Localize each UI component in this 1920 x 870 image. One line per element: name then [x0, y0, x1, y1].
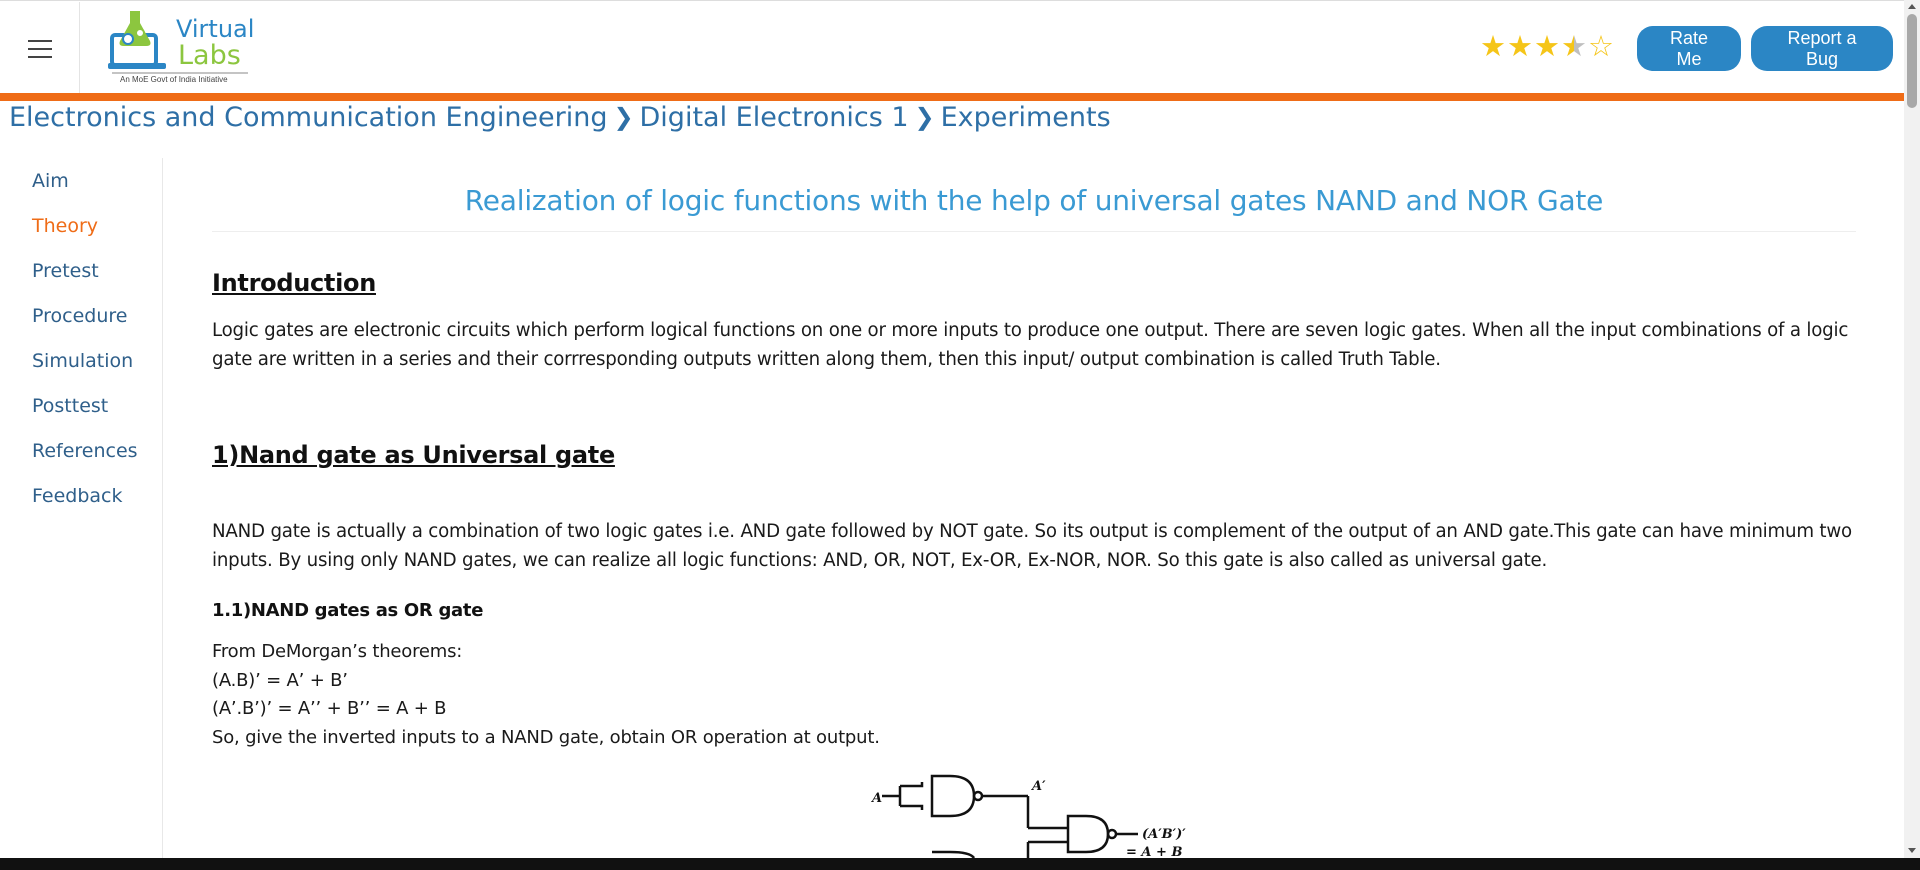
sidebar-item-pretest[interactable]: Pretest	[32, 260, 99, 282]
nand-paragraph: NAND gate is actually a combination of t…	[212, 521, 1852, 571]
breadcrumb-item-experiments[interactable]: Experiments	[940, 101, 1111, 133]
report-bug-button[interactable]: Report a Bug	[1751, 26, 1893, 71]
sidebar-item-posttest[interactable]: Posttest	[32, 395, 109, 417]
nand-or-circuit-diagram: A A′ (A′B′)′ = A + B	[870, 770, 1210, 860]
window-bottom-edge	[0, 858, 1920, 870]
sidebar-item-aim[interactable]: Aim	[32, 170, 69, 192]
demorgan-line: From DeMorgan’s theorems:	[212, 641, 463, 662]
hamburger-menu-icon[interactable]	[0, 2, 80, 93]
svg-text:A′: A′	[1030, 779, 1046, 794]
scroll-up-arrow-icon[interactable]	[1908, 4, 1916, 9]
intro-paragraph: Logic gates are electronic circuits whic…	[212, 320, 1849, 370]
equation-line-2: (A’.B’)’ = A’’ + B’’ = A + B	[212, 698, 447, 719]
svg-text:(A′B′)′: (A′B′)′	[1142, 827, 1186, 842]
rating-stars[interactable]: ★ ★ ★ ★ ☆	[1480, 31, 1614, 61]
intro-heading: Introduction	[212, 269, 376, 297]
sidebar-item-theory[interactable]: Theory	[32, 215, 99, 237]
svg-text:= A + B: = A + B	[1126, 845, 1182, 858]
subsection-heading-or: 1.1)NAND gates as OR gate	[212, 600, 484, 621]
sidebar-item-simulation[interactable]: Simulation	[32, 350, 134, 372]
sidebar-item-references[interactable]: References	[32, 440, 138, 462]
page-title: Realization of logic functions with the …	[212, 170, 1856, 232]
rate-me-button[interactable]: Rate Me	[1637, 26, 1741, 71]
breadcrumb-item-lab[interactable]: Digital Electronics 1	[639, 101, 909, 133]
star-filled-icon[interactable]: ★	[1534, 29, 1560, 63]
virtual-labs-logo[interactable]: Virtual Labs An MoE Govt of India Initia…	[108, 7, 258, 87]
scroll-thumb[interactable]	[1907, 14, 1917, 108]
vertical-scrollbar[interactable]	[1904, 0, 1920, 858]
equation-line-1: (A.B)’ = A’ + B’	[212, 670, 348, 691]
conclusion-line: So, give the inverted inputs to a NAND g…	[212, 727, 880, 748]
sidebar: Aim Theory Pretest Procedure Simulation …	[0, 158, 163, 858]
main-content: Realization of logic functions with the …	[212, 170, 1856, 748]
header-accent-bar	[0, 93, 1904, 101]
section-heading-nand: 1)Nand gate as Universal gate	[212, 441, 615, 469]
scroll-down-arrow-icon[interactable]	[1908, 848, 1916, 853]
breadcrumb: Electronics and Communication Engineerin…	[9, 99, 1111, 135]
star-filled-icon[interactable]: ★	[1507, 29, 1533, 63]
star-empty-icon[interactable]: ☆	[1588, 29, 1614, 63]
chevron-right-icon: ❯	[914, 103, 935, 131]
sidebar-item-feedback[interactable]: Feedback	[32, 485, 123, 507]
svg-text:A: A	[870, 791, 882, 806]
star-filled-icon[interactable]: ★	[1480, 29, 1506, 63]
star-half-icon[interactable]: ★	[1561, 29, 1587, 63]
sidebar-item-procedure[interactable]: Procedure	[32, 305, 128, 327]
header: Virtual Labs An MoE Govt of India Initia…	[0, 0, 1904, 93]
svg-text:Virtual: Virtual	[176, 15, 254, 43]
svg-text:Labs: Labs	[178, 40, 241, 71]
breadcrumb-item-department[interactable]: Electronics and Communication Engineerin…	[9, 101, 608, 133]
svg-text:An MoE Govt of India Initiativ: An MoE Govt of India Initiative	[120, 75, 228, 84]
chevron-right-icon: ❯	[613, 103, 634, 131]
